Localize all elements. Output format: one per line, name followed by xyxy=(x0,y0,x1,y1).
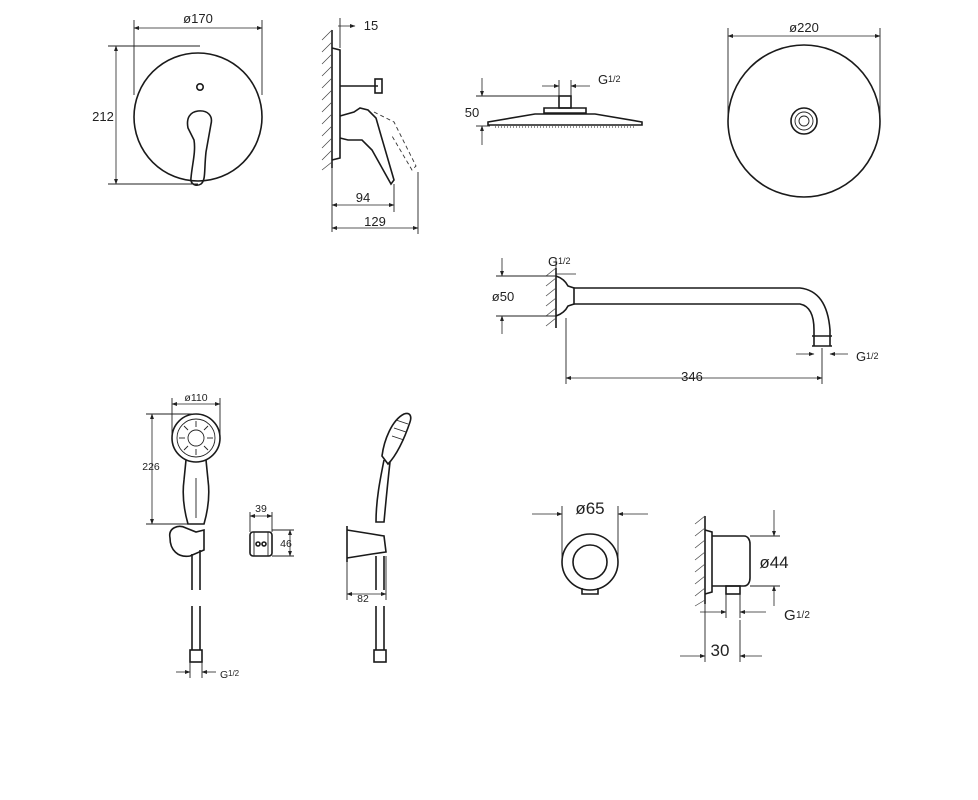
head-shower-top-view: ø220 xyxy=(727,20,881,198)
outlet-diameter-label: ø65 xyxy=(575,499,604,518)
mixer-lever-depth-label: 94 xyxy=(356,190,370,205)
outlet-flange xyxy=(704,529,713,595)
mixer-lever xyxy=(186,110,213,186)
head-thread-g: G xyxy=(598,72,608,87)
outlet-ring-inner xyxy=(572,544,608,580)
diverter-knob xyxy=(374,78,383,94)
arm-flange-diameter-label: ø50 xyxy=(492,289,514,304)
outlet-side-view: ø44 G 1/2 30 xyxy=(680,510,810,662)
outlet-thread-frac: 1/2 xyxy=(796,610,810,621)
outlet-flange-diameter-label: ø44 xyxy=(759,553,788,572)
outlet-depth-label: 30 xyxy=(711,641,730,660)
head-height-label: 50 xyxy=(465,105,479,120)
plate-profile xyxy=(331,47,341,161)
shower-arm-view: G 1/2 ø50 346 G 1/2 xyxy=(492,254,879,384)
hand-side-handle xyxy=(375,459,391,523)
arm-thread-top-g: G xyxy=(548,254,558,269)
mixer-total-depth-label: 129 xyxy=(364,214,386,229)
head-shower-disk xyxy=(487,113,643,126)
outlet-nozzle xyxy=(581,588,599,595)
arm-thread-end-g: G xyxy=(856,349,866,364)
holder-depth-label: 82 xyxy=(357,593,369,605)
arm-pipe-top xyxy=(574,287,831,346)
mixer-front-view: ø170 212 xyxy=(92,11,263,186)
hand-shower-handle xyxy=(182,459,210,525)
holder-height-label: 46 xyxy=(280,538,292,550)
mixer-height-label: 212 xyxy=(92,109,114,124)
head-shower-plate xyxy=(727,44,881,198)
outlet-body xyxy=(712,535,751,587)
mixer-diameter-label: ø170 xyxy=(183,11,213,26)
holder-bracket xyxy=(249,531,273,557)
mixer-side-view: 15 94 129 xyxy=(321,18,419,234)
head-thread-frac: 1/2 xyxy=(608,74,621,84)
hand-side-head xyxy=(381,412,412,466)
side-lever xyxy=(339,107,395,186)
head-shower-side-view: G 1/2 50 xyxy=(465,72,643,145)
outlet-connector xyxy=(725,585,741,595)
hand-shower-height-label: 226 xyxy=(142,461,160,473)
holder-bracket-view: 39 46 xyxy=(249,503,294,557)
hand-thread-g: G xyxy=(220,669,228,681)
mixer-wall-depth-label: 15 xyxy=(364,18,378,33)
arm-length-label: 346 xyxy=(681,369,703,384)
arm-thread-top-frac: 1/2 xyxy=(558,256,571,266)
head-connector xyxy=(558,95,572,109)
head-diameter-label: ø220 xyxy=(789,20,819,35)
outlet-thread-g: G xyxy=(784,607,796,624)
hand-thread-frac: 1/2 xyxy=(228,669,240,678)
hand-shower-diameter-label: ø110 xyxy=(184,392,207,404)
hand-shower-holder xyxy=(168,525,205,558)
arm-pipe-bottom xyxy=(574,303,815,346)
arm-flange xyxy=(555,275,575,317)
head-center-ring xyxy=(790,107,818,135)
lever-open-position xyxy=(373,111,417,171)
diverter-hole xyxy=(196,83,205,92)
holder-width-label: 39 xyxy=(255,503,267,515)
hand-shower-front-view: ø110 226 G 1/2 xyxy=(142,392,239,681)
outlet-ring-outer xyxy=(561,533,619,591)
mixer-cover-plate xyxy=(133,52,263,182)
hand-side-holder xyxy=(346,529,387,559)
outlet-front-view: ø65 xyxy=(532,499,648,595)
arm-thread-end-frac: 1/2 xyxy=(866,351,879,361)
hose-nut xyxy=(189,649,203,663)
hand-shower-side-view: 82 xyxy=(346,412,412,663)
